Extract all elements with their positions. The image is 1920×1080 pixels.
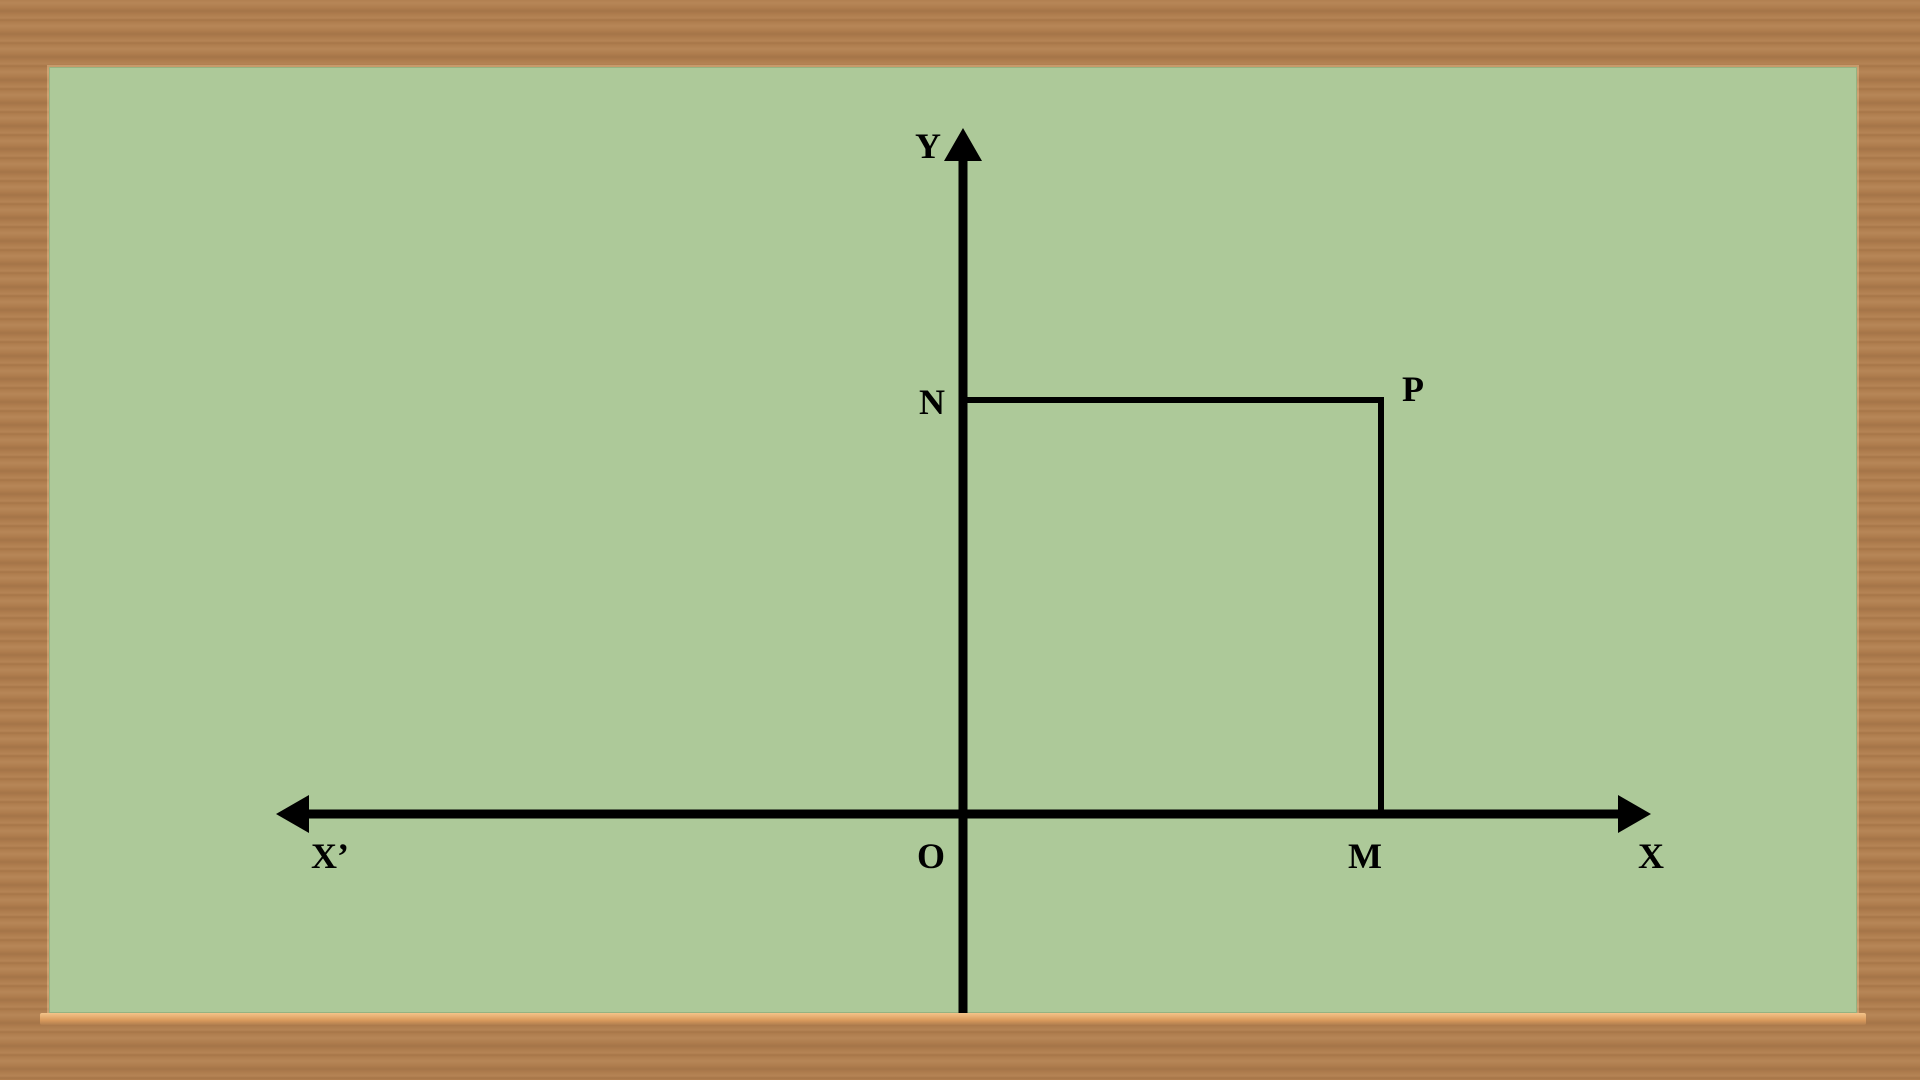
y-axis-arrowhead [944, 128, 982, 161]
label-m: M [1348, 836, 1382, 876]
label-x-prime: X’ [311, 836, 349, 876]
projection-lines-npm [963, 397, 1384, 814]
board-ledge [40, 1013, 1866, 1025]
label-n: N [919, 382, 945, 422]
label-p: P [1402, 369, 1424, 409]
label-origin: O [917, 836, 945, 876]
chalkboard [49, 67, 1857, 1013]
x-axis-arrowhead-right [1618, 795, 1651, 833]
x-axis-arrowhead-left [276, 795, 309, 833]
label-y: Y [915, 126, 941, 166]
label-x: X [1638, 836, 1664, 876]
